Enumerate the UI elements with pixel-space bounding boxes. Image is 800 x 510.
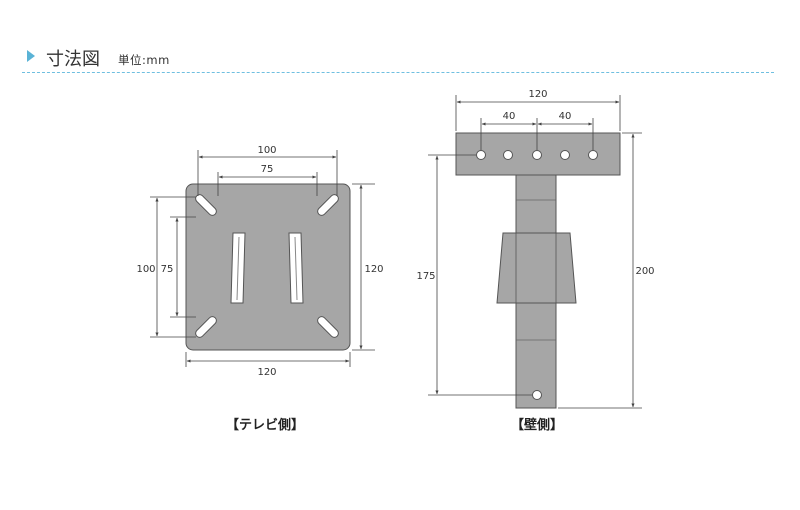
dim-right: 200 (635, 266, 654, 277)
triangle-right-icon (27, 50, 35, 62)
dim-left-outer: 100 (136, 264, 155, 275)
dim-left: 175 (416, 271, 435, 282)
hole-3 (532, 150, 542, 160)
dim-left-inner: 75 (161, 264, 174, 275)
slot-bottom-right (317, 316, 339, 338)
tv-side-diagram: 100 75 100 75 120 120 【テレビ側】 (136, 145, 383, 433)
unit-label: 単位:mm (118, 53, 170, 67)
dim-top-inner: 75 (261, 164, 274, 175)
dim-right: 120 (364, 264, 383, 275)
header-divider (22, 72, 774, 73)
slot-top-left (195, 194, 217, 216)
section-title: 寸法図 (46, 49, 100, 70)
wall-sleeve (496, 232, 577, 304)
dim-top-left: 40 (503, 111, 516, 122)
dim-top-total: 120 (528, 89, 547, 100)
hole-4 (560, 150, 570, 160)
dim-top-right: 40 (559, 111, 572, 122)
wall-side-caption: 【壁側】 (511, 417, 563, 433)
hole-5 (588, 150, 598, 160)
hole-bottom (532, 390, 542, 400)
dim-top-outer: 100 (257, 145, 276, 156)
section-header: 寸法図 単位:mm (0, 0, 800, 80)
tv-side-caption: 【テレビ側】 (226, 417, 304, 433)
wall-side-diagram: 120 40 40 175 200 【壁側】 (416, 89, 654, 433)
tv-plate (185, 183, 351, 351)
hole-1 (476, 150, 486, 160)
dim-bottom: 120 (257, 367, 276, 378)
slot-bottom-left (195, 316, 217, 338)
hole-2 (503, 150, 513, 160)
